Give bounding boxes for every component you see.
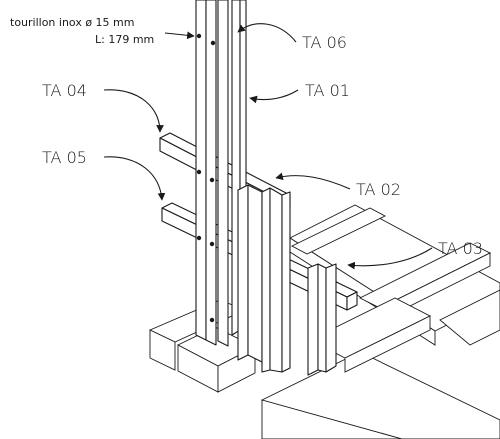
label-ta06-text: TA 06 [302,33,347,52]
label-ta02: TA 02 [275,172,401,199]
dowel-annotation: tourillon inox ø 15 mm L: 179 mm [10,16,195,46]
label-ta01: TA 01 [249,81,350,104]
label-ta05: TA 05 [42,148,166,201]
label-ta06: TA 06 [237,23,347,52]
label-ta03-text: TA 03 [438,239,483,258]
floor-grid [148,204,500,439]
dowel-spec-line1: tourillon inox ø 15 mm [10,16,134,29]
dowels [196,33,216,323]
label-ta04: TA 04 [42,81,164,133]
label-ta02-text: TA 02 [356,180,401,199]
label-ta05-text: TA 05 [42,148,87,167]
dowel-spec-line2: L: 179 mm [95,33,154,46]
label-ta04-text: TA 04 [42,81,87,100]
posts [195,0,337,376]
label-ta03: TA 03 [347,239,483,270]
label-ta01-text: TA 01 [305,81,350,100]
